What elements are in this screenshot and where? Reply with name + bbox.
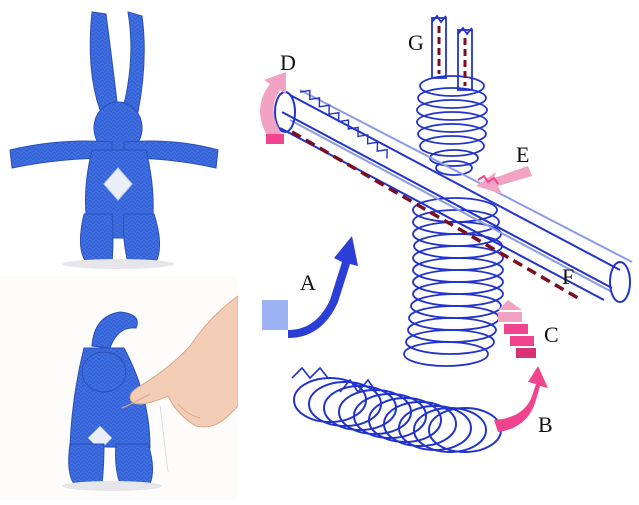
label-e: E (516, 142, 529, 167)
label-a: A (300, 270, 316, 295)
knitted-bunny-toy-icon (0, 0, 238, 274)
head-coils (417, 76, 487, 175)
label-d: D (280, 50, 296, 75)
arrow-e (476, 166, 532, 194)
knit-structure-diagram: A B C D E F G (242, 0, 639, 500)
finger-bending-photo (0, 276, 238, 500)
knit-structure-svg: A B C D E F G (242, 0, 639, 500)
ear-columns (432, 16, 472, 90)
label-c: C (544, 322, 559, 347)
label-g: G (408, 30, 424, 55)
finger-bending-toy-icon (0, 276, 238, 500)
body-coils (404, 198, 503, 366)
arrow-d (260, 72, 286, 144)
label-f: F (562, 264, 574, 289)
label-b: B (538, 412, 553, 437)
knitted-bunny-photo (0, 0, 238, 274)
feet-coils (292, 368, 501, 452)
arrow-c (498, 300, 536, 358)
